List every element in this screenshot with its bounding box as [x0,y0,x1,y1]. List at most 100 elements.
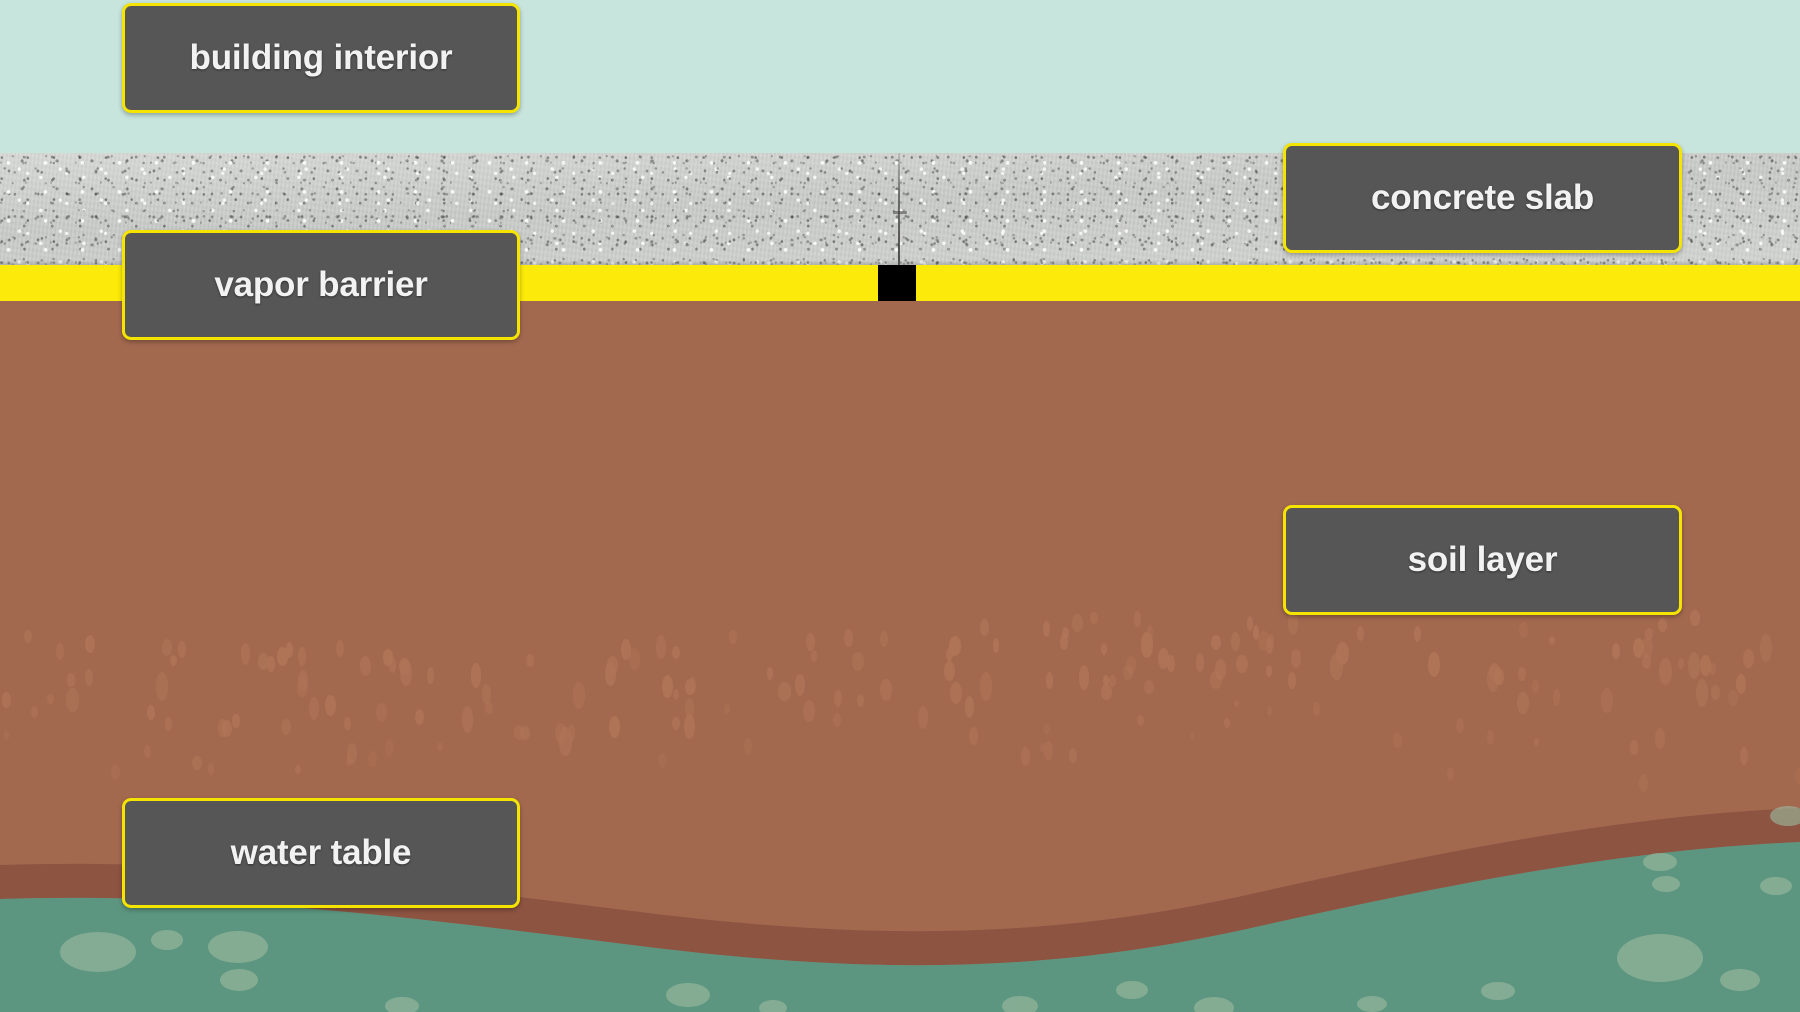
soil-moisture-speck [1101,684,1112,701]
soil-moisture-speck [1447,767,1455,781]
callout-building-interior[interactable]: building interior [122,3,520,113]
soil-moisture-speck [778,681,791,702]
soil-moisture-speck [1392,733,1403,748]
soil-moisture-speck [685,698,695,718]
soil-moisture-speck [1020,746,1031,766]
soil-moisture-speck [1455,717,1464,733]
soil-moisture-speck [1658,657,1672,686]
soil-moisture-speck [1224,717,1231,728]
soil-moisture-speck [267,655,275,673]
soil-moisture-speck [1123,665,1133,680]
soil-moisture-speck [1231,631,1240,651]
soil-moisture-speck [1071,613,1084,632]
soil-moisture-speck [684,713,696,739]
soil-moisture-speck [359,656,371,676]
soil-moisture-speck [347,743,358,765]
soil-moisture-speck [414,708,424,726]
soil-moisture-speck [606,656,618,675]
soil-moisture-speck [1140,632,1154,658]
soil-moisture-speck [969,727,978,745]
soil-moisture-speck [3,730,10,740]
soil-moisture-speck [1413,625,1421,642]
soil-moisture-speck [1699,655,1712,676]
soil-moisture-speck [1210,634,1221,650]
soil-moisture-speck [1100,643,1107,656]
vapor-barrier-penetration-gap [878,265,916,301]
soil-moisture-speck [1552,689,1561,707]
soil-moisture-speck [155,671,168,701]
soil-moisture-speck [482,683,492,704]
soil-moisture-speck [810,649,817,663]
soil-moisture-speck [1600,688,1613,714]
soil-moisture-speck [1062,627,1070,640]
soil-moisture-speck [470,663,482,689]
soil-moisture-speck [833,689,843,707]
soil-moisture-speck [1657,618,1667,633]
soil-moisture-speck [169,654,177,666]
soil-moisture-speck [241,642,251,665]
soil-moisture-speck [1518,622,1528,639]
soil-moisture-speck [85,668,94,687]
soil-moisture-speck [1654,727,1665,749]
soil-moisture-speck [917,705,928,729]
callout-concrete-slab[interactable]: concrete slab [1283,143,1682,253]
soil-moisture-speck [1516,691,1529,714]
soil-moisture-speck [144,745,151,758]
callout-water-table[interactable]: water table [122,798,520,908]
soil-moisture-speck [1234,699,1240,708]
callout-soil-layer[interactable]: soil layer [1283,505,1682,615]
soil-moisture-speck [343,717,351,730]
soil-moisture-speck [1710,685,1721,701]
soil-moisture-speck [661,675,673,698]
soil-moisture-speck [1287,609,1299,635]
soil-moisture-speck [724,703,730,714]
soil-moisture-speck [295,764,301,774]
soil-moisture-speck [1288,671,1296,689]
soil-moisture-speck [1215,659,1227,680]
soil-moisture-speck [325,695,336,716]
soil-moisture-speck [375,702,387,723]
callout-label-text: vapor barrier [214,265,428,304]
callout-vapor-barrier[interactable]: vapor barrier [122,230,520,340]
soil-moisture-speck [1291,648,1301,669]
soil-moisture-speck [1090,611,1098,625]
soil-moisture-speck [657,753,667,769]
soil-moisture-speck [943,661,955,682]
soil-moisture-speck [23,630,32,643]
slab-underside-shadow [0,260,1800,265]
soil-moisture-speck [1102,674,1109,687]
soil-moisture-speck [879,679,892,702]
soil-moisture-speck [803,700,815,722]
soil-moisture-speck [47,693,54,704]
soil-moisture-speck [1147,625,1154,640]
soil-moisture-speck [672,688,679,700]
soil-moisture-speck [949,636,961,656]
soil-moisture-speck [729,630,737,645]
soil-moisture-speck [1136,714,1144,726]
soil-moisture-speck [232,713,240,729]
callout-label-text: soil layer [1407,540,1558,579]
soil-moisture-speck [286,641,294,658]
soil-moisture-speck [1638,773,1648,792]
soil-moisture-speck [1548,635,1556,646]
soil-moisture-speck [192,755,202,771]
soil-moisture-speck [400,659,413,686]
soil-moisture-speck [146,705,155,720]
soil-moisture-speck [55,642,64,661]
soil-moisture-speck [979,618,990,637]
soil-moisture-speck [621,638,632,660]
soil-moisture-speck [1739,746,1749,766]
water-bubble-group [60,806,1800,1012]
soil-moisture-speck [1189,731,1195,740]
soil-moisture-speck [743,737,752,755]
soil-moisture-speck [461,705,474,734]
soil-moisture-speck [950,682,962,705]
soil-moisture-speck [258,652,269,670]
slab-joint-spall-mark [893,211,907,214]
soil-moisture-speck [218,719,228,737]
soil-moisture-speck [1247,616,1254,631]
saturated-water-zone [0,842,1800,1012]
soil-moisture-speck [992,638,999,653]
soil-moisture-speck [1488,663,1500,681]
soil-moisture-speck [880,630,888,647]
